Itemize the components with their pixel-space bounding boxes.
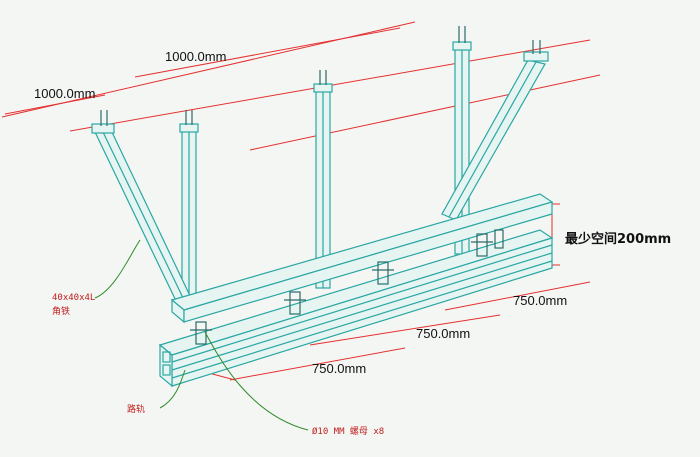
width-dimension-arrow (134, 27, 401, 78)
angle-iron-leader (94, 239, 141, 299)
angle-iron-spec: 40x40x4L (52, 293, 95, 303)
angle-iron-name: 角铁 (52, 305, 70, 317)
spacing-left-line (229, 347, 406, 381)
side-dimension-arrow (4, 94, 106, 115)
rail (158, 229, 554, 388)
spacing-middle-line (309, 314, 501, 346)
min-space-label: 最少空间200mm (565, 231, 671, 247)
spacing-right-label: 750.0mm (513, 293, 567, 308)
side-width-label: 1000.0mm (34, 86, 95, 101)
spacing-left-label: 750.0mm (312, 361, 366, 376)
rod-cap (313, 83, 333, 93)
rail-leader (159, 369, 186, 409)
bolt-note: Ø10 MM 螺母 x8 (312, 426, 384, 437)
brace-plate-left (91, 123, 115, 134)
beam-side (183, 201, 553, 323)
rail-bolts (190, 229, 504, 345)
brace-plate-right (523, 51, 549, 62)
rail-note: 路轨 (127, 403, 145, 415)
leader-lines (94, 239, 309, 431)
spacing-middle-label: 750.0mm (416, 326, 470, 341)
bolt-leader (204, 331, 309, 431)
ceiling-line-right (249, 74, 601, 151)
rod-cap (452, 41, 472, 51)
rod-cap (179, 123, 199, 133)
ceiling-bolts (100, 26, 541, 126)
spacing-right-line (444, 281, 591, 311)
cross-beam (170, 193, 554, 324)
top-width-label: 1000.0mm (165, 49, 226, 64)
